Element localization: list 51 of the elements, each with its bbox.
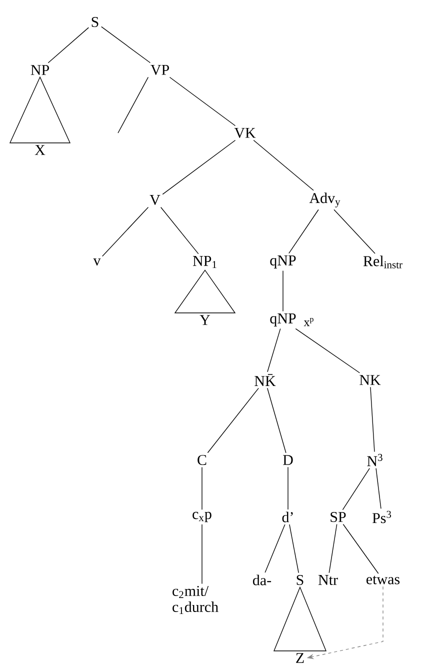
tree-label: VK	[234, 128, 256, 138]
tree-label: qNP	[270, 314, 296, 327]
branch-line	[160, 206, 199, 254]
tree-label: D	[283, 455, 293, 465]
tree-label: X	[34, 145, 46, 155]
branch-line	[207, 388, 259, 454]
branch-line	[370, 386, 375, 452]
branch-line	[342, 524, 379, 574]
tree-label: NP	[30, 65, 49, 75]
branch-line	[289, 524, 299, 574]
branch-line	[102, 206, 149, 257]
tree-label: d’	[282, 512, 293, 522]
tree-label: NK̄	[254, 374, 276, 386]
tree-label: SP	[330, 512, 346, 522]
branch-line	[376, 468, 382, 509]
branch-line	[264, 524, 286, 573]
branch-line	[267, 328, 281, 372]
branch-line	[282, 270, 284, 312]
branch-line	[253, 140, 314, 191]
tree-label: Rel$_{instr}$	[363, 256, 402, 268]
tree-label: v	[93, 258, 101, 266]
branch-line	[267, 388, 286, 454]
branch-line	[162, 140, 236, 195]
tree-label: Z	[296, 653, 304, 663]
branch-line	[328, 524, 338, 574]
tree-label: da-	[252, 574, 272, 586]
tree-label: c$_{x}$p	[192, 512, 212, 522]
tree-label: Adv$_{y}$	[309, 192, 340, 208]
feature-label: x$^{p}$	[304, 318, 314, 326]
branch-line	[288, 209, 319, 254]
tree-label: Ps$^{3}$	[372, 510, 392, 524]
tree-label: S	[92, 16, 98, 28]
branch-line	[48, 27, 89, 64]
branch-line	[342, 468, 370, 510]
tree-label: NP$_{1}$	[192, 256, 216, 268]
branch-line	[101, 26, 151, 64]
branch-line	[334, 209, 376, 254]
tree-label: qNP	[270, 256, 296, 269]
tree-label: V	[150, 194, 160, 206]
tree-label: N$^{3}$	[367, 454, 382, 466]
tree-label: Y	[200, 315, 210, 325]
tree-label: VP	[150, 64, 169, 76]
tree-label: Ntr	[318, 575, 338, 585]
branch-line	[295, 328, 360, 374]
tree-label: S	[296, 574, 304, 586]
tree-label: c$_{2}$mit/ c$_{1}$durch	[172, 586, 218, 614]
branch-line	[169, 76, 236, 126]
branch-line	[118, 76, 149, 134]
tree-label: NK	[360, 375, 381, 385]
tree-label: etwas	[366, 576, 400, 584]
tree-label: C	[198, 454, 206, 466]
